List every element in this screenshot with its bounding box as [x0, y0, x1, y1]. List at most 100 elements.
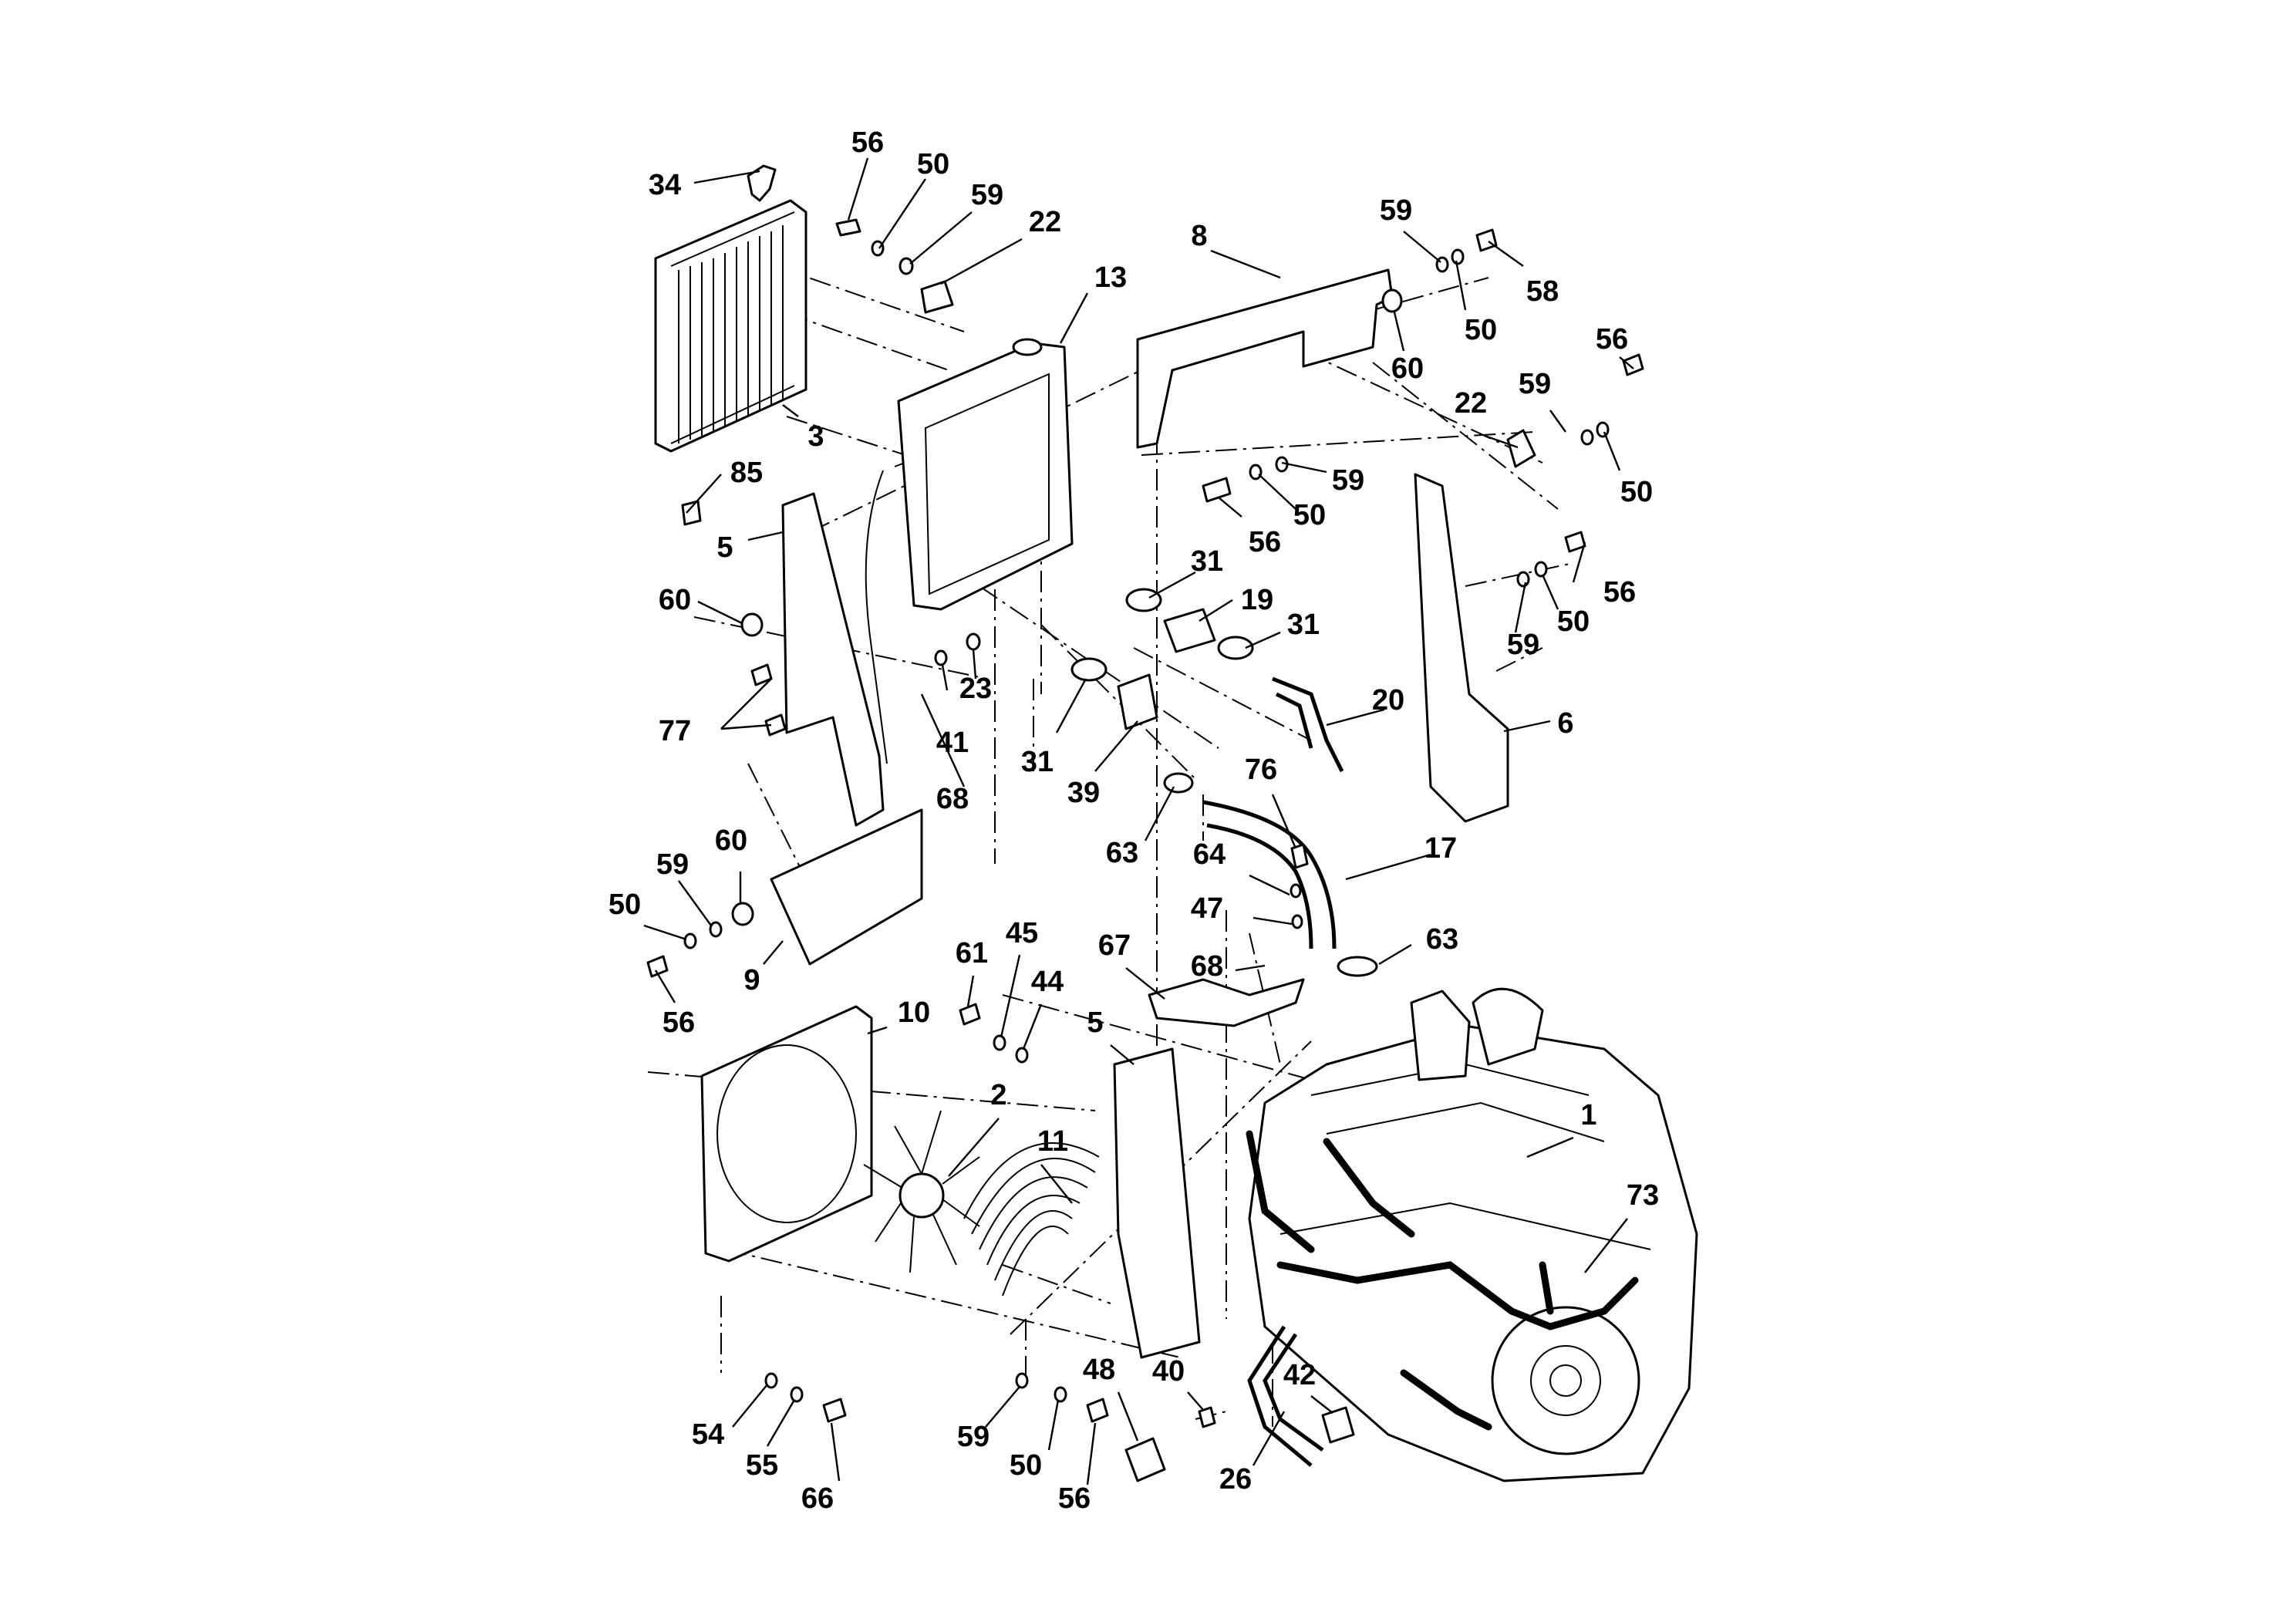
- callout-40: 40: [1152, 1355, 1185, 1388]
- sender-part: [1124, 1437, 1166, 1482]
- callout-labels: 34 56 50 59 22 13 8 59 58 50 60 56 3 85 …: [609, 126, 1659, 1515]
- clamp-icon: [1217, 636, 1254, 660]
- callout-68: 68: [936, 783, 969, 815]
- bolt-icon: [1086, 1398, 1109, 1423]
- washer-icon: [1580, 429, 1594, 446]
- callout-56: 56: [851, 126, 884, 159]
- callout-42: 42: [1283, 1359, 1316, 1391]
- radiator-core-part: [654, 199, 807, 453]
- callout-50g: 50: [1010, 1449, 1042, 1482]
- lower-hose-part: [1202, 800, 1337, 949]
- callout-45: 45: [1006, 917, 1038, 949]
- callout-60: 60: [1391, 352, 1424, 385]
- bolt-icon: [822, 1398, 847, 1423]
- callout-55: 55: [746, 1449, 778, 1482]
- washer-icon: [993, 1034, 1006, 1051]
- callout-23: 23: [959, 673, 992, 705]
- callout-2: 2: [990, 1079, 1006, 1111]
- callout-47: 47: [1191, 892, 1223, 925]
- clamp-icon: [1070, 657, 1108, 682]
- callout-73: 73: [1627, 1179, 1659, 1212]
- callout-22b: 22: [1455, 387, 1487, 420]
- fan-guard-part: [963, 1142, 1100, 1297]
- mounting-plate-part: [1148, 978, 1305, 1027]
- washer-icon: [1015, 1372, 1029, 1389]
- hose-sleeve-part: [1117, 673, 1158, 730]
- callout-67: 67: [1098, 929, 1131, 962]
- bracket-lower-part: [1506, 429, 1536, 468]
- callout-76: 76: [1245, 754, 1277, 786]
- drain-plug-part: [681, 500, 702, 526]
- callout-48: 48: [1083, 1354, 1115, 1386]
- callout-6: 6: [1557, 707, 1573, 740]
- side-panel-right-part: [1414, 473, 1509, 823]
- spacer-icon: [740, 612, 764, 637]
- bolt-icon: [646, 955, 669, 978]
- washer-icon: [1290, 883, 1302, 899]
- bolt-icon: [835, 218, 861, 237]
- callout-9: 9: [743, 964, 760, 996]
- fan-part: [863, 1110, 980, 1273]
- fitting-icon: [1290, 843, 1309, 869]
- side-panel-center-part: [1113, 1047, 1201, 1359]
- callout-68b: 68: [1191, 950, 1223, 983]
- callout-1: 1: [1580, 1099, 1596, 1131]
- callout-50c: 50: [1620, 476, 1653, 508]
- callout-59: 59: [971, 179, 1003, 211]
- callout-63b: 63: [1426, 923, 1458, 956]
- top-bracket-part: [1136, 268, 1394, 449]
- washer-icon: [764, 1372, 778, 1389]
- callout-56f: 56: [1058, 1482, 1091, 1515]
- callout-56c: 56: [1249, 526, 1281, 558]
- callout-34: 34: [649, 169, 681, 201]
- washer-icon: [1516, 571, 1530, 588]
- callout-20: 20: [1372, 684, 1404, 717]
- fan-shroud-part: [700, 1005, 873, 1263]
- spacer-icon: [1381, 288, 1403, 313]
- washer-icon: [683, 932, 697, 949]
- washer-icon: [709, 921, 723, 938]
- callout-26: 26: [1219, 1463, 1252, 1496]
- callout-50d: 50: [1293, 499, 1326, 531]
- callout-50f: 50: [609, 889, 641, 921]
- callout-5: 5: [716, 531, 733, 564]
- callout-19: 19: [1241, 584, 1273, 616]
- bolt-icon: [1622, 353, 1644, 376]
- washer-icon: [1249, 464, 1263, 481]
- upper-hose-part: [1272, 676, 1344, 773]
- callout-54: 54: [692, 1418, 724, 1451]
- washer-icon: [1015, 1047, 1029, 1064]
- callout-8: 8: [1191, 220, 1207, 252]
- callout-58: 58: [1526, 275, 1559, 308]
- callout-56e: 56: [663, 1007, 695, 1039]
- callout-64: 64: [1193, 838, 1226, 871]
- vent-fitting-part: [747, 164, 777, 202]
- part-drawings: [654, 164, 1698, 1482]
- callout-31: 31: [1191, 545, 1223, 578]
- callout-59b: 59: [1380, 194, 1412, 227]
- callout-22: 22: [1029, 206, 1061, 238]
- dipstick-tube-part: [1247, 1325, 1324, 1467]
- bolt-icon: [959, 1003, 981, 1026]
- callout-56b: 56: [1596, 323, 1628, 356]
- hose-clamp-part: [1337, 956, 1378, 977]
- sensor-part: [1321, 1406, 1355, 1444]
- washer-icon: [1451, 248, 1465, 265]
- leader-lines: [643, 157, 1634, 1485]
- callout-85: 85: [730, 457, 763, 489]
- callout-59f: 59: [656, 848, 689, 881]
- washer-icon: [871, 240, 885, 257]
- callout-17: 17: [1424, 832, 1457, 865]
- radiator-frame-part: [865, 338, 1074, 764]
- callout-11: 11: [1037, 1125, 1068, 1158]
- callout-61: 61: [956, 937, 988, 969]
- bolt-icon: [1475, 228, 1498, 252]
- callout-66: 66: [801, 1482, 834, 1515]
- clamp-icon: [1125, 588, 1162, 612]
- clamp-icon: [1163, 772, 1194, 794]
- callout-59d: 59: [1332, 464, 1364, 497]
- callout-39: 39: [1067, 777, 1100, 809]
- hardware-items: [646, 218, 1644, 1423]
- callout-5b: 5: [1087, 1007, 1103, 1039]
- bracket-upper-part: [920, 280, 954, 314]
